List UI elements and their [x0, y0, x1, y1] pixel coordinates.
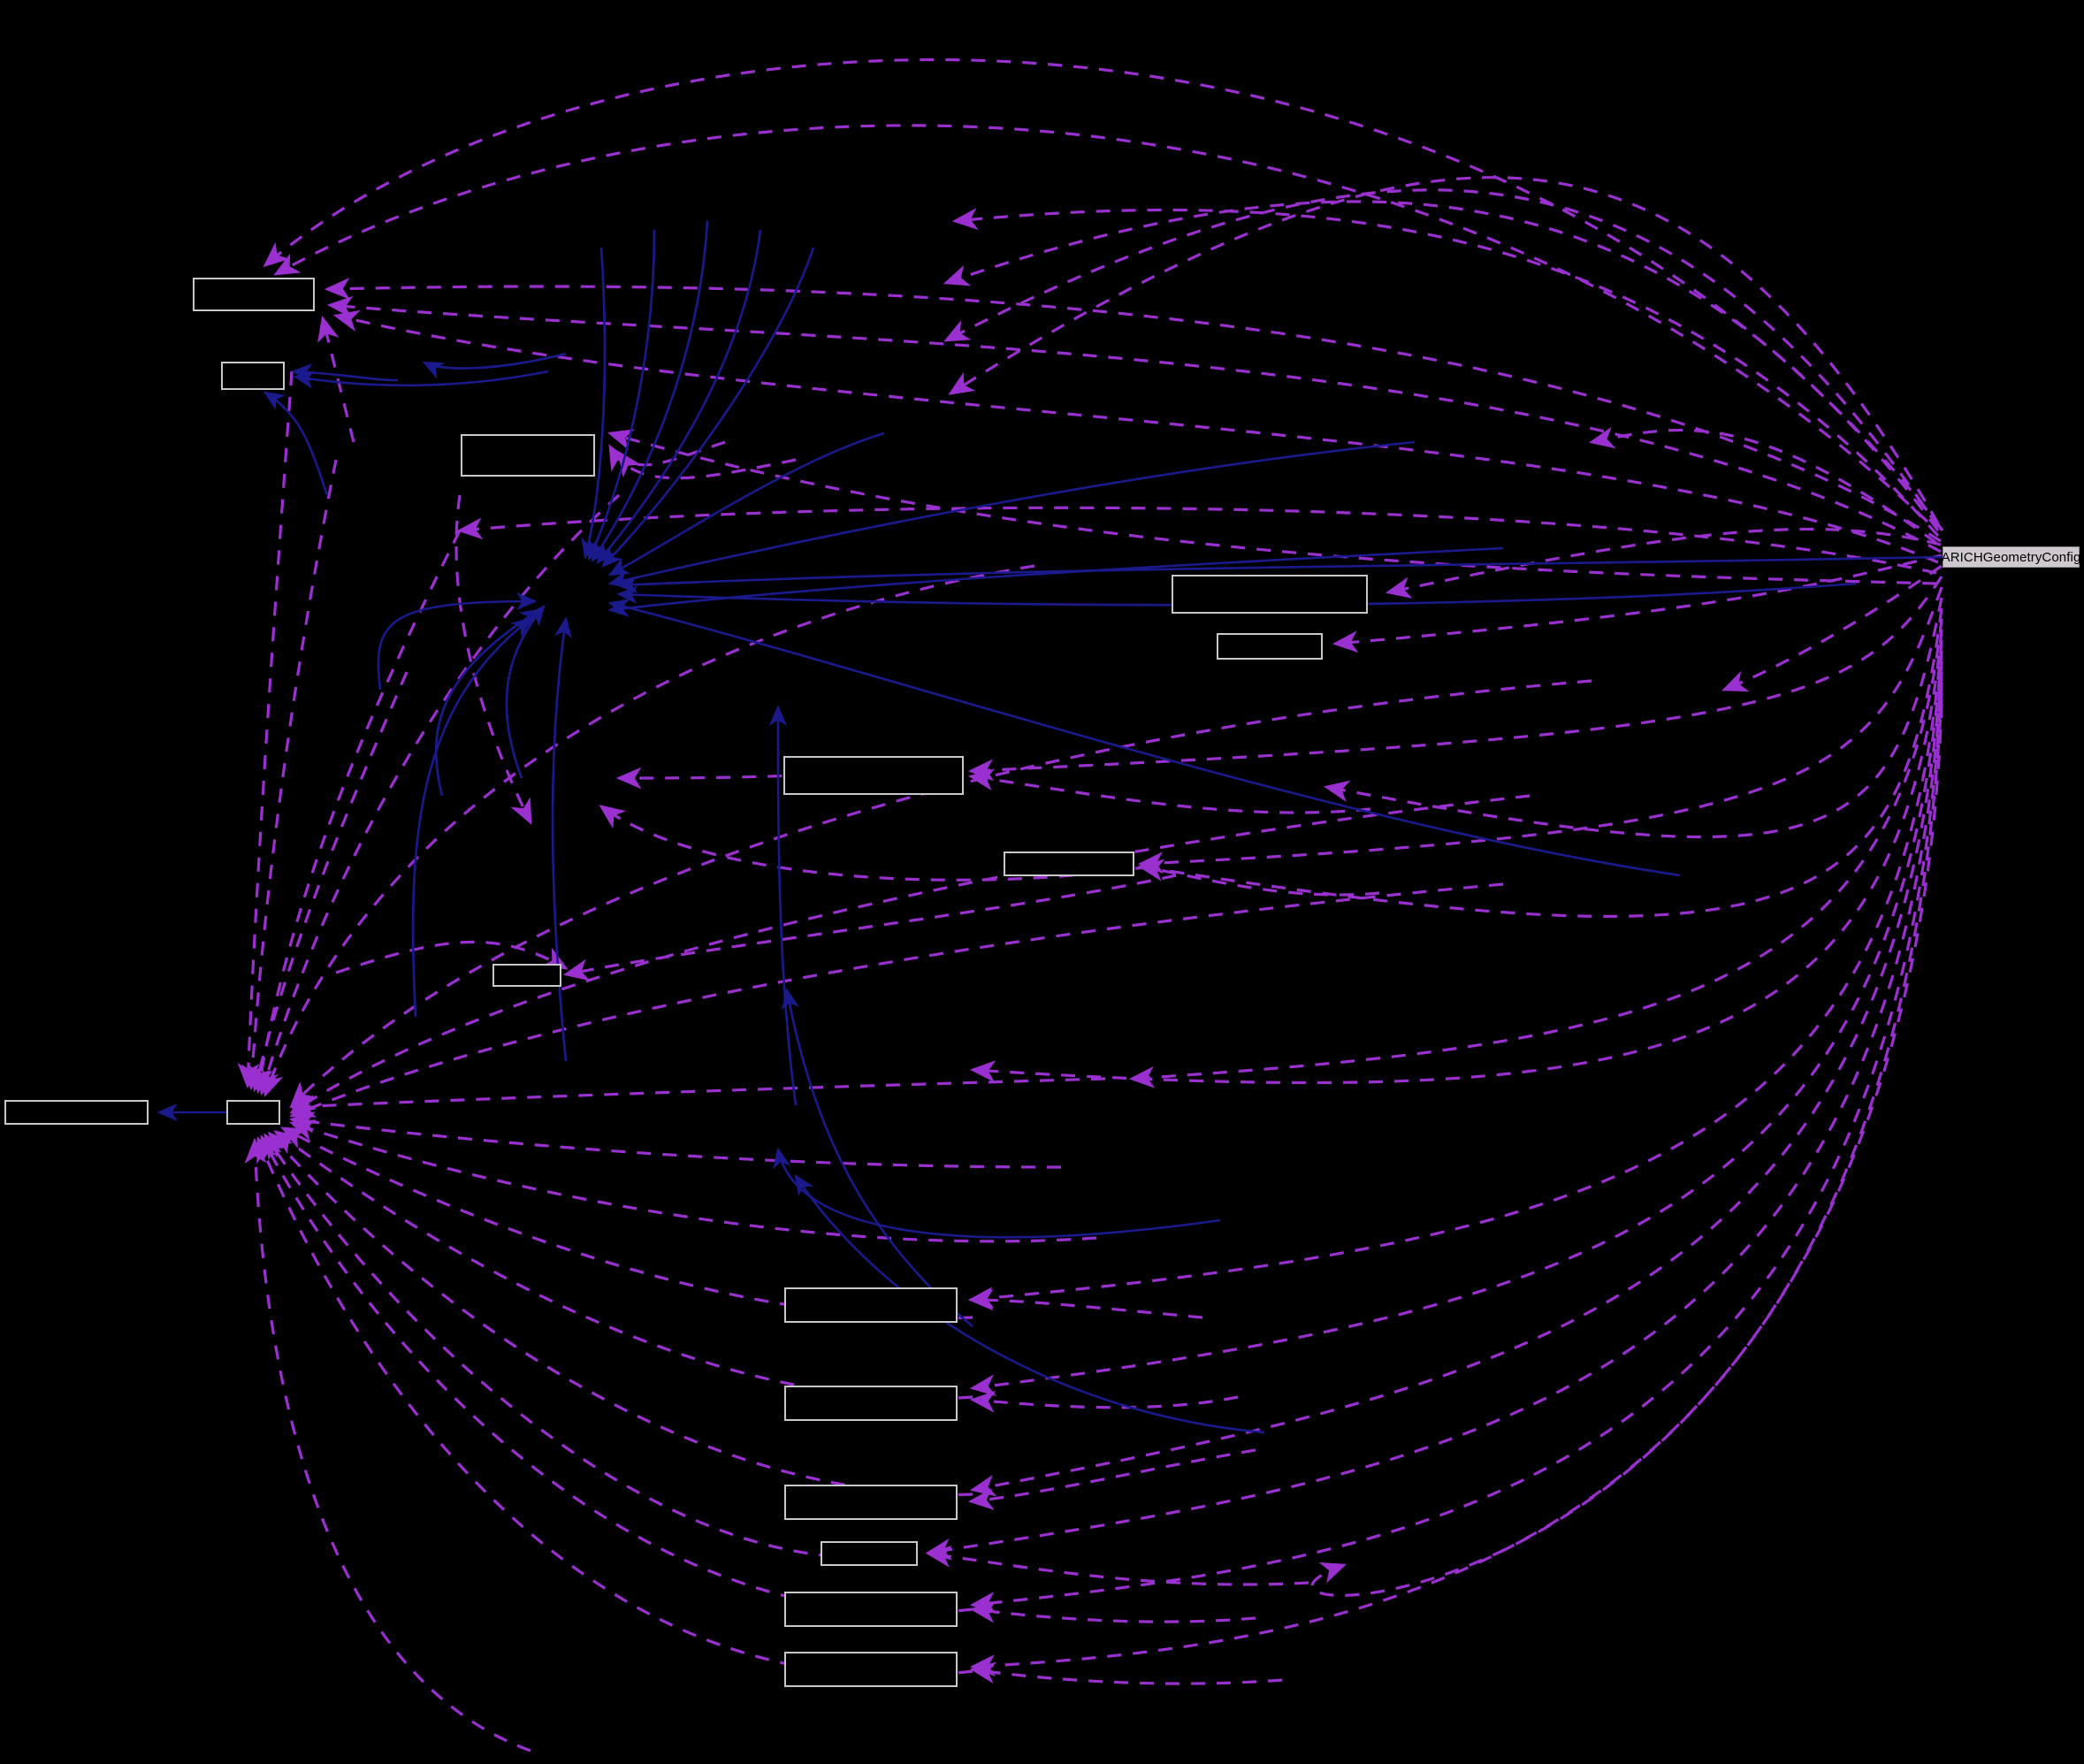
node-caller-11[interactable] — [784, 1287, 958, 1323]
node-caller-6[interactable] — [783, 756, 964, 795]
dashed-edge-group — [237, 57, 1944, 1753]
node-caller-14[interactable] — [821, 1541, 918, 1566]
node-caller-9[interactable] — [4, 1100, 149, 1125]
node-caller-16[interactable] — [784, 1652, 958, 1687]
node-caller-12[interactable] — [784, 1386, 958, 1421]
node-arichgeometryconfig[interactable]: ARICHGeometryConfig — [1941, 546, 2081, 568]
node-caller-15[interactable] — [784, 1592, 958, 1627]
node-caller-3[interactable] — [461, 434, 595, 477]
node-caller-13[interactable] — [784, 1485, 958, 1520]
solid-edge-group — [156, 220, 1943, 1434]
node-caller-1[interactable] — [193, 278, 315, 311]
node-label: ARICHGeometryConfig — [1941, 549, 2081, 565]
node-caller-5[interactable] — [1217, 633, 1323, 660]
node-caller-4[interactable] — [1172, 575, 1368, 614]
node-caller-2[interactable] — [221, 362, 285, 390]
node-hub[interactable] — [226, 1100, 280, 1125]
node-caller-8[interactable] — [492, 964, 561, 987]
node-caller-7[interactable] — [1004, 851, 1134, 876]
